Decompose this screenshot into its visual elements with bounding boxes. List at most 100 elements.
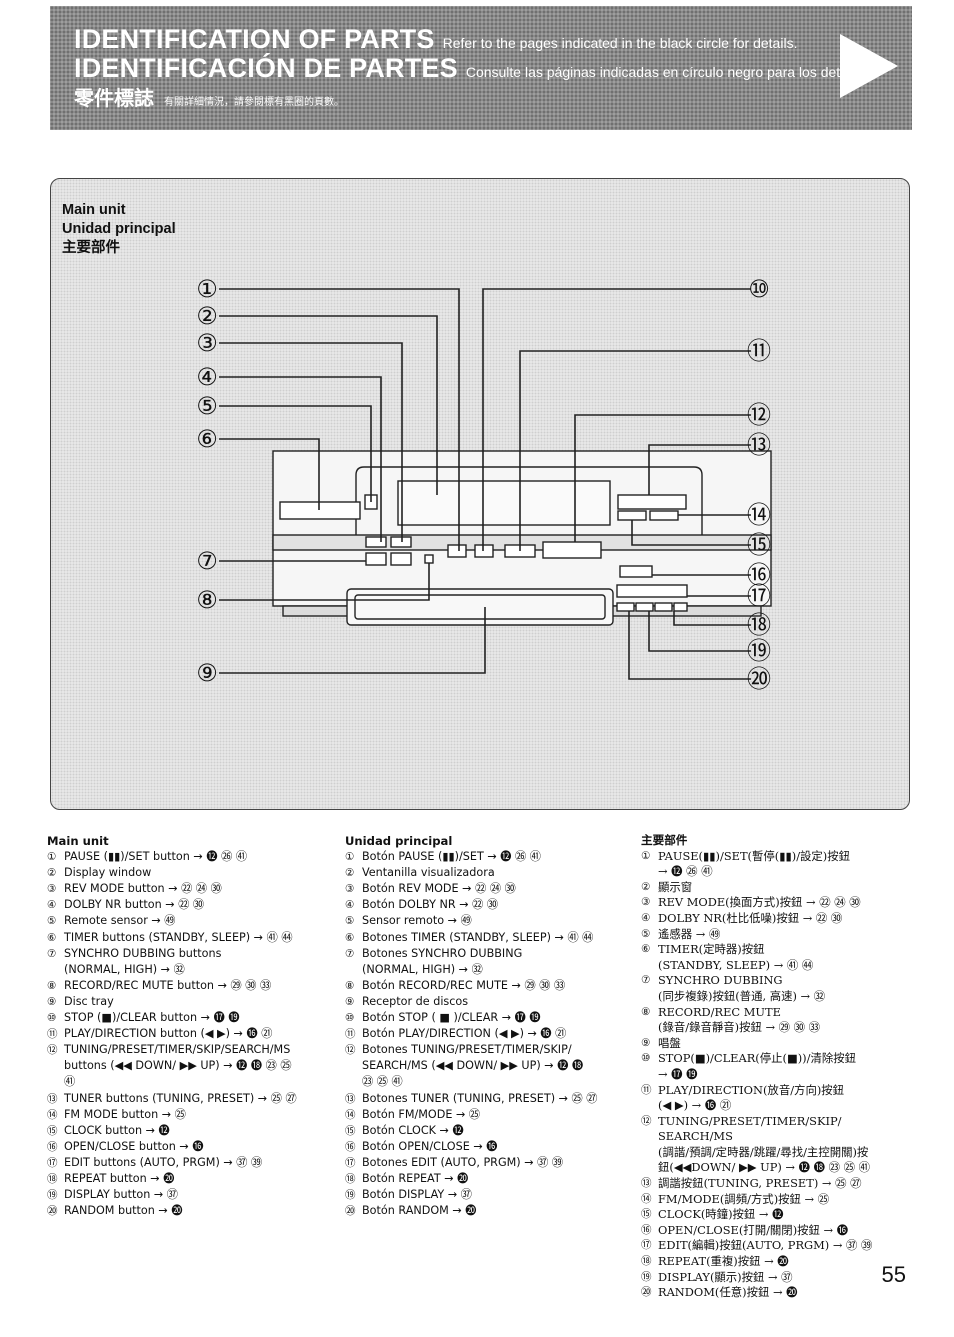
item-number: ⑥ <box>641 943 651 956</box>
item-number: ⑳ <box>641 1286 652 1299</box>
item-text: DISPLAY button → ㊲ <box>64 1188 178 1202</box>
display-button-shape <box>635 602 654 612</box>
item-number: ③ <box>47 883 57 896</box>
item-text: EDIT buttons (AUTO, PRGM) → ㊲ ㊴ <box>64 1155 263 1169</box>
item-number: ⑨ <box>47 995 57 1008</box>
aux-button-shape <box>673 602 688 612</box>
item-text: OPEN/CLOSE(打開/關閉)按鈕 → ⓰ <box>658 1222 849 1237</box>
item-text: Botón DOLBY NR → ㉒ ㉚ <box>362 898 499 912</box>
panel-title-en: Main unit <box>62 202 126 218</box>
item-text: Remote sensor → ㊾ <box>64 914 176 928</box>
next-arrow-icon <box>840 34 898 98</box>
item-number: ⑯ <box>641 1223 652 1236</box>
item-number: ⑥ <box>47 931 57 944</box>
item-text: RECORD/REC MUTE (錄音/錄音靜音)按鈕 → ㉙ ㉚ ㉝ <box>658 1004 821 1035</box>
item-text: TUNING/PRESET/TIMER/SKIP/SEARCH/MS butto… <box>64 1043 292 1089</box>
item-text: SYNCHRO DUBBING (同步複錄)按鈕(普通, 高速) → ㉜ <box>658 973 826 1003</box>
callout-4: ④ <box>196 363 218 391</box>
item-text: Botón RANDOM → ⓴ <box>362 1204 477 1218</box>
item-number: ⑦ <box>345 947 355 960</box>
callout-19: ⑲ <box>747 637 771 665</box>
item-text: CLOCK(時鐘)按鈕 → ⓬ <box>658 1207 784 1222</box>
panel-title: Main unit Unidad principal 主要部件 <box>62 201 176 258</box>
item-number: ⑩ <box>641 1052 651 1065</box>
display-window-shape <box>397 480 611 526</box>
item-number: ③ <box>641 896 651 909</box>
item-text: TIMER buttons (STANDBY, SLEEP) → ㊶ ㊹ <box>64 930 293 944</box>
repeat-button-shape <box>616 602 635 612</box>
callout-2: ② <box>196 302 218 330</box>
item-text: Botones TUNER (TUNING, PRESET) → ㉕ ㉗ <box>362 1091 598 1105</box>
item-number: ⑬ <box>641 1177 652 1190</box>
item-text: DOLBY NR(杜比低噪)按鈕 → ㉒ ㉚ <box>658 910 843 925</box>
item-text: TUNER buttons (TUNING, PRESET) → ㉕ ㉗ <box>64 1091 297 1105</box>
stop-button-shape <box>474 544 494 558</box>
item-number: ⑮ <box>345 1124 356 1137</box>
item-text: Sensor remoto → ㊾ <box>362 914 472 928</box>
clock-button-shape <box>649 510 679 521</box>
record-button-shape <box>424 554 434 564</box>
item-text: DOLBY NR button → ㉒ ㉚ <box>64 898 205 912</box>
list-item: ⑳ Botón RANDOM → ⓴ <box>345 1203 635 1219</box>
item-text: Botones TIMER (STANDBY, SLEEP) → ㊶ ㊹ <box>362 930 594 944</box>
item-number: ⑨ <box>345 995 355 1008</box>
item-text: Ventanilla visualizadora <box>362 866 495 880</box>
item-text: 唱盤 <box>658 1035 681 1050</box>
callout-5: ⑤ <box>196 392 218 420</box>
item-number: ① <box>641 849 651 862</box>
list-item: ⑲ DISPLAY button → ㊲ <box>47 1187 337 1203</box>
item-number: ⑲ <box>47 1189 58 1202</box>
callout-18: ⑱ <box>747 611 771 639</box>
item-text: RANDOM(任意)按鈕 → ⓴ <box>658 1285 798 1300</box>
callout-12: ⑫ <box>747 401 771 429</box>
item-text: REV MODE(換面方式)按鈕 → ㉒ ㉔ ㉚ <box>658 895 861 910</box>
item-text: PLAY/DIRECTION(放音/方向)按鈕 (◀ ▶) → ⓰ ㉑ <box>658 1082 845 1113</box>
callout-13: ⑬ <box>747 431 771 459</box>
leader-line-4 <box>219 376 382 542</box>
item-number: ⑧ <box>345 979 355 992</box>
diagram-panel: Main unit Unidad principal 主要部件 <box>50 178 910 810</box>
item-text: REPEAT button → ⓴ <box>64 1171 175 1185</box>
callout-16: ⑯ <box>747 561 771 589</box>
item-number: ⑳ <box>345 1205 356 1218</box>
page-number: 55 <box>881 1262 906 1287</box>
header-line-zh: 零件標誌有關詳細情況，請參閱標有黑圈的頁數。 <box>74 82 344 111</box>
edit-buttons-shape <box>616 584 688 598</box>
item-number: ⑲ <box>641 1270 652 1283</box>
leader-line-2 <box>219 315 438 495</box>
item-text: 調諧按鈕(TUNING, PRESET) → ㉕ ㉗ <box>658 1176 862 1191</box>
callout-1: ① <box>196 275 218 303</box>
item-number: ⑫ <box>641 1114 652 1127</box>
dolby-nr-button-shape <box>390 536 412 548</box>
